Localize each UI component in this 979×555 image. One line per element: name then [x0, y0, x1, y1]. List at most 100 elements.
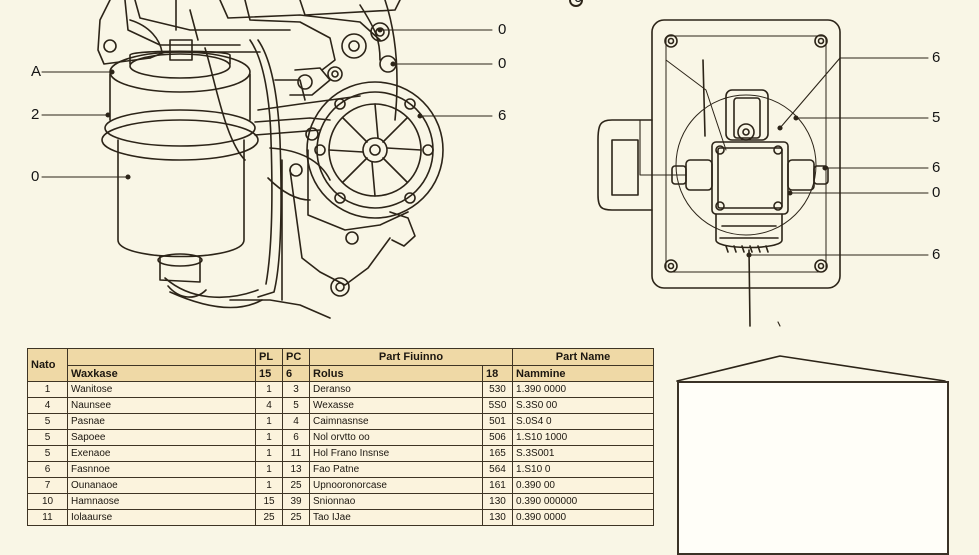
cell-part-number: S.3S001 [512, 445, 655, 462]
cell-part: Tao IJae [309, 509, 483, 526]
cell-part: Upnooronorcase [309, 477, 483, 494]
cell-pl: 1 [255, 461, 283, 478]
cell-no: 4 [27, 397, 68, 414]
table-row: 6 Fasnnoe 1 13 Fao Patne 564 1.S10 0 [27, 461, 655, 478]
cell-pl: 1 [255, 477, 283, 494]
cell-pl: 1 [255, 445, 283, 462]
cell-no: 11 [27, 509, 68, 526]
header-part-name-1: Part Fiuinno [308, 348, 514, 366]
table-row: 5 Pasnae 1 4 Caimnasnse 501 S.0S4 0 [27, 413, 655, 430]
cell-part: Nol orvtto oo [309, 429, 483, 446]
cell-part-number: 1.390 0000 [512, 381, 655, 398]
blank-drawing-frame [677, 381, 949, 555]
cell-code: 501 [481, 413, 514, 430]
table-row: 1 Wanitose 1 3 Deranso 530 1.390 0000 [27, 381, 655, 398]
callout-left-0: 0 [31, 168, 40, 185]
cell-pl: 15 [255, 493, 283, 510]
cell-code: 130 [481, 493, 514, 510]
cell-code: 5S0 [481, 397, 514, 414]
callout-right-1: 6 [932, 49, 941, 66]
table-row: 10 Hamnaose 15 39 Snionnao 130 0.390 000… [27, 493, 655, 510]
callout-right-3: 6 [932, 159, 941, 176]
cell-code: 564 [481, 461, 514, 478]
callout-middle-2: 0 [498, 55, 507, 72]
cell-name: Wanitose [67, 381, 256, 398]
cell-name: Naunsee [67, 397, 256, 414]
header-no: Nato [27, 348, 68, 382]
cell-no: 10 [27, 493, 68, 510]
callout-right-5: 6 [932, 246, 941, 263]
table-row: 5 Sapoee 1 6 Nol orvtto oo 506 1.S10 100… [27, 429, 655, 446]
cell-no: 1 [27, 381, 68, 398]
cell-name: Hamnaose [67, 493, 256, 510]
subheader-col4: Rolus [309, 365, 483, 382]
cell-pl: 4 [255, 397, 283, 414]
header-pc: PC [282, 348, 310, 366]
table-header-row: Nato PL PC Part Fiuinno Part Name [27, 348, 655, 382]
table-row: 7 Ounanaoe 1 25 Upnooronorcase 161 0.390… [27, 477, 655, 494]
cell-pc: 39 [282, 493, 310, 510]
table-subheader-row: Waxkase 15 6 Rolus 18 Nammine [28, 365, 655, 382]
cell-pl: 1 [255, 381, 283, 398]
cell-pc: 13 [282, 461, 310, 478]
cell-name: Sapoee [67, 429, 256, 446]
subheader-col6: Nammine [512, 365, 655, 382]
cell-pc: 4 [282, 413, 310, 430]
filter-canister-drawing [101, 39, 259, 298]
cell-pc: 11 [282, 445, 310, 462]
table-row: 5 Exenaoe 1 11 Hol Frano Insnse 165 S.3S… [27, 445, 655, 462]
cell-code: 165 [481, 445, 514, 462]
cell-code: 161 [481, 477, 514, 494]
cell-pc: 25 [282, 509, 310, 526]
cell-code: 530 [481, 381, 514, 398]
mounting-plate-drawing [597, 19, 841, 327]
subheader-col5: 18 [481, 365, 514, 382]
table-row: 11 Iolaaurse 25 25 Tao IJae 130 0.390 00… [27, 509, 655, 526]
cell-part-number: 1.S10 0 [512, 461, 655, 478]
cell-part: Snionnao [309, 493, 483, 510]
header-blank [67, 348, 256, 366]
cell-name: Iolaaurse [67, 509, 256, 526]
cell-part-number: S.3S0 00 [512, 397, 655, 414]
pulley-drawing [306, 81, 444, 231]
parts-table: Nato PL PC Part Fiuinno Part Name Waxkas… [27, 348, 655, 526]
callout-middle-3: 6 [498, 107, 507, 124]
callout-left-a: A [31, 63, 42, 80]
cell-name: Exenaoe [67, 445, 256, 462]
cell-code: 130 [481, 509, 514, 526]
cell-pc: 6 [282, 429, 310, 446]
subheader-pl: 15 [255, 365, 283, 382]
cell-part-number: 1.S10 1000 [512, 429, 655, 446]
cell-name: Ounanaoe [67, 477, 256, 494]
subheader-pc: 6 [282, 365, 310, 382]
cell-part-number: S.0S4 0 [512, 413, 655, 430]
cell-no: 5 [27, 429, 68, 446]
callout-right-2: 5 [932, 109, 941, 126]
cell-no: 7 [27, 477, 68, 494]
cell-part-number: 0.390 0000 [512, 509, 655, 526]
cell-part: Hol Frano Insnse [309, 445, 483, 462]
cell-pl: 1 [255, 429, 283, 446]
cell-part-number: 0.390 00 [512, 477, 655, 494]
cell-part: Fao Patne [309, 461, 483, 478]
cell-no: 5 [27, 445, 68, 462]
cell-part: Caimnasnse [309, 413, 483, 430]
subheader-col1: Waxkase [67, 365, 256, 382]
cell-no: 6 [27, 461, 68, 478]
cell-pc: 25 [282, 477, 310, 494]
cell-pl: 1 [255, 413, 283, 430]
callout-left-2: 2 [31, 106, 40, 123]
cell-part-number: 0.390 000000 [512, 493, 655, 510]
cell-name: Pasnae [67, 413, 256, 430]
header-part-name-2: Part Name [512, 348, 655, 366]
header-pl: PL [255, 348, 283, 366]
exploded-parts-diagram [41, 0, 946, 382]
cell-code: 506 [481, 429, 514, 446]
cell-pl: 25 [255, 509, 283, 526]
cell-part: Deranso [309, 381, 483, 398]
leader-lines [41, 27, 929, 327]
callout-middle-1: 0 [498, 21, 507, 38]
cell-name: Fasnnoe [67, 461, 256, 478]
cell-part: Wexasse [309, 397, 483, 414]
callout-top: 0 [574, 0, 582, 5]
